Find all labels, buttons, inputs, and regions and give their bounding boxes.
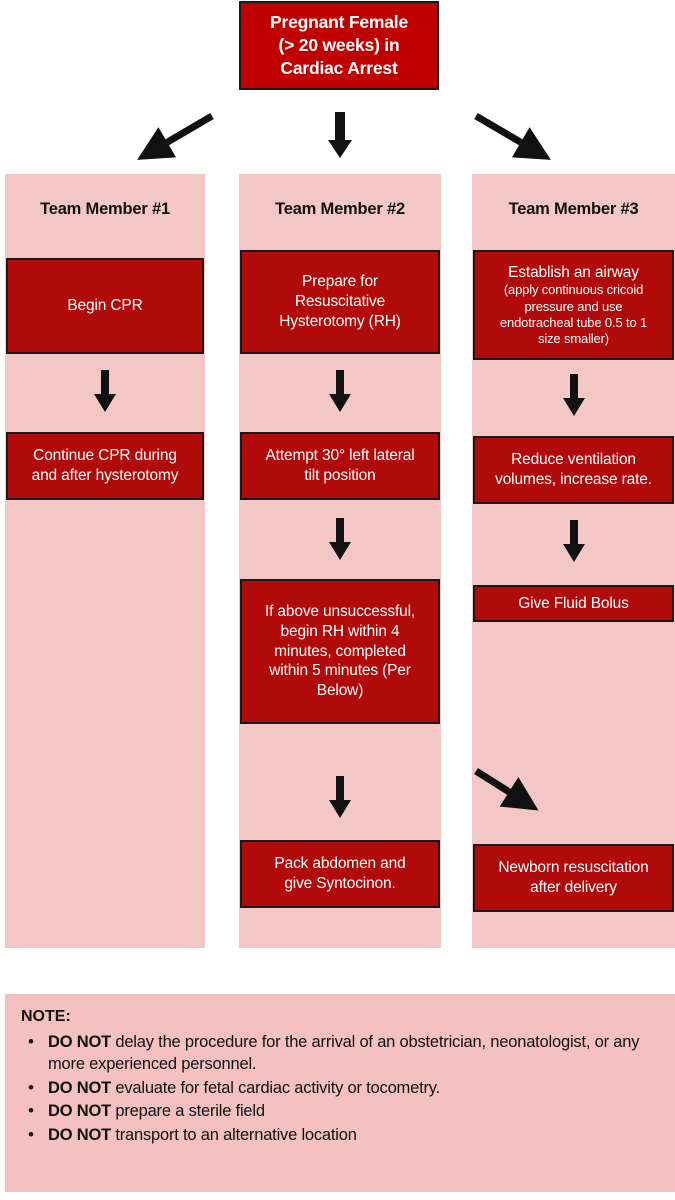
- step-box-establish-airway-detail: (apply continuous cricoid pressure and u…: [499, 282, 648, 347]
- column-2-header: Team Member #2: [275, 200, 405, 218]
- arrow-down-icon: [329, 370, 351, 412]
- step-box-begin-rh-timing[interactable]: If above unsuccessful, begin RH within 4…: [240, 579, 440, 724]
- chart-title-box: Pregnant Female (> 20 weeks) in Cardiac …: [239, 1, 439, 90]
- arrow-down-icon: [94, 370, 116, 412]
- note-item-strong: DO NOT: [48, 1102, 111, 1121]
- arrow-diagonal-down-left-icon: [137, 112, 214, 160]
- note-item-text: transport to an alternative location: [110, 1125, 357, 1144]
- note-item: • DO NOT prepare a sterile field: [21, 1100, 659, 1122]
- column-team-member-3: Team Member #3 Establish an airway (appl…: [472, 174, 675, 948]
- arrow-diagonal-down-right-icon: [474, 768, 539, 811]
- note-item: • DO NOT transport to an alternative loca…: [21, 1124, 659, 1146]
- note-item-text: delay the procedure for the arrival of a…: [48, 1033, 640, 1074]
- step-box-give-fluid-bolus[interactable]: Give Fluid Bolus: [473, 585, 674, 622]
- bullet-icon: •: [28, 1124, 34, 1144]
- arrow-down-icon: [329, 518, 351, 560]
- step-box-establish-airway[interactable]: Establish an airway (apply continuous cr…: [473, 250, 674, 360]
- step-box-left-lateral-tilt[interactable]: Attempt 30° left lateral tilt position: [240, 432, 440, 500]
- page-title: Pregnant Female (> 20 weeks) in Cardiac …: [269, 11, 409, 79]
- bullet-icon: •: [28, 1077, 34, 1097]
- step-box-continue-cpr[interactable]: Continue CPR during and after hysterotom…: [6, 432, 204, 500]
- step-box-prepare-hysterotomy[interactable]: Prepare for Resuscitative Hysterotomy (R…: [240, 250, 440, 354]
- note-item-text: evaluate for fetal cardiac activity or t…: [110, 1078, 440, 1097]
- column-1-header: Team Member #1: [40, 200, 170, 218]
- arrow-down-icon: [563, 374, 585, 416]
- arrow-down-icon: [563, 520, 585, 562]
- arrow-down-icon: [328, 112, 352, 158]
- step-box-begin-cpr[interactable]: Begin CPR: [6, 258, 204, 354]
- column-3-header: Team Member #3: [508, 200, 639, 218]
- arrow-down-icon: [329, 776, 351, 818]
- note-title: NOTE:: [21, 1008, 71, 1025]
- note-item: • DO NOT delay the procedure for the arri…: [21, 1031, 659, 1076]
- step-box-pack-abdomen[interactable]: Pack abdomen and give Syntocinon.: [240, 840, 440, 908]
- bullet-icon: •: [28, 1101, 34, 1121]
- note-item-strong: DO NOT: [48, 1033, 111, 1051]
- step-box-establish-airway-title: Establish an airway: [508, 263, 639, 281]
- bullet-icon: •: [28, 1032, 34, 1051]
- note-panel: NOTE: • DO NOT delay the procedure for th…: [5, 994, 675, 1192]
- note-item-text: prepare a sterile field: [110, 1102, 265, 1121]
- note-item-strong: DO NOT: [48, 1125, 111, 1144]
- note-list: • DO NOT delay the procedure for the arri…: [21, 1031, 659, 1146]
- column-team-member-1: Team Member #1 Begin CPR Continue CPR du…: [5, 174, 205, 948]
- step-box-reduce-ventilation[interactable]: Reduce ventilation volumes, increase rat…: [473, 436, 674, 504]
- note-item: • DO NOT evaluate for fetal cardiac activ…: [21, 1077, 659, 1099]
- note-item-strong: DO NOT: [48, 1078, 111, 1097]
- arrow-diagonal-down-right-icon: [474, 112, 551, 160]
- column-team-member-2: Team Member #2 Prepare for Resuscitative…: [239, 174, 441, 948]
- step-box-newborn-resuscitation[interactable]: Newborn resuscitation after delivery: [473, 844, 674, 912]
